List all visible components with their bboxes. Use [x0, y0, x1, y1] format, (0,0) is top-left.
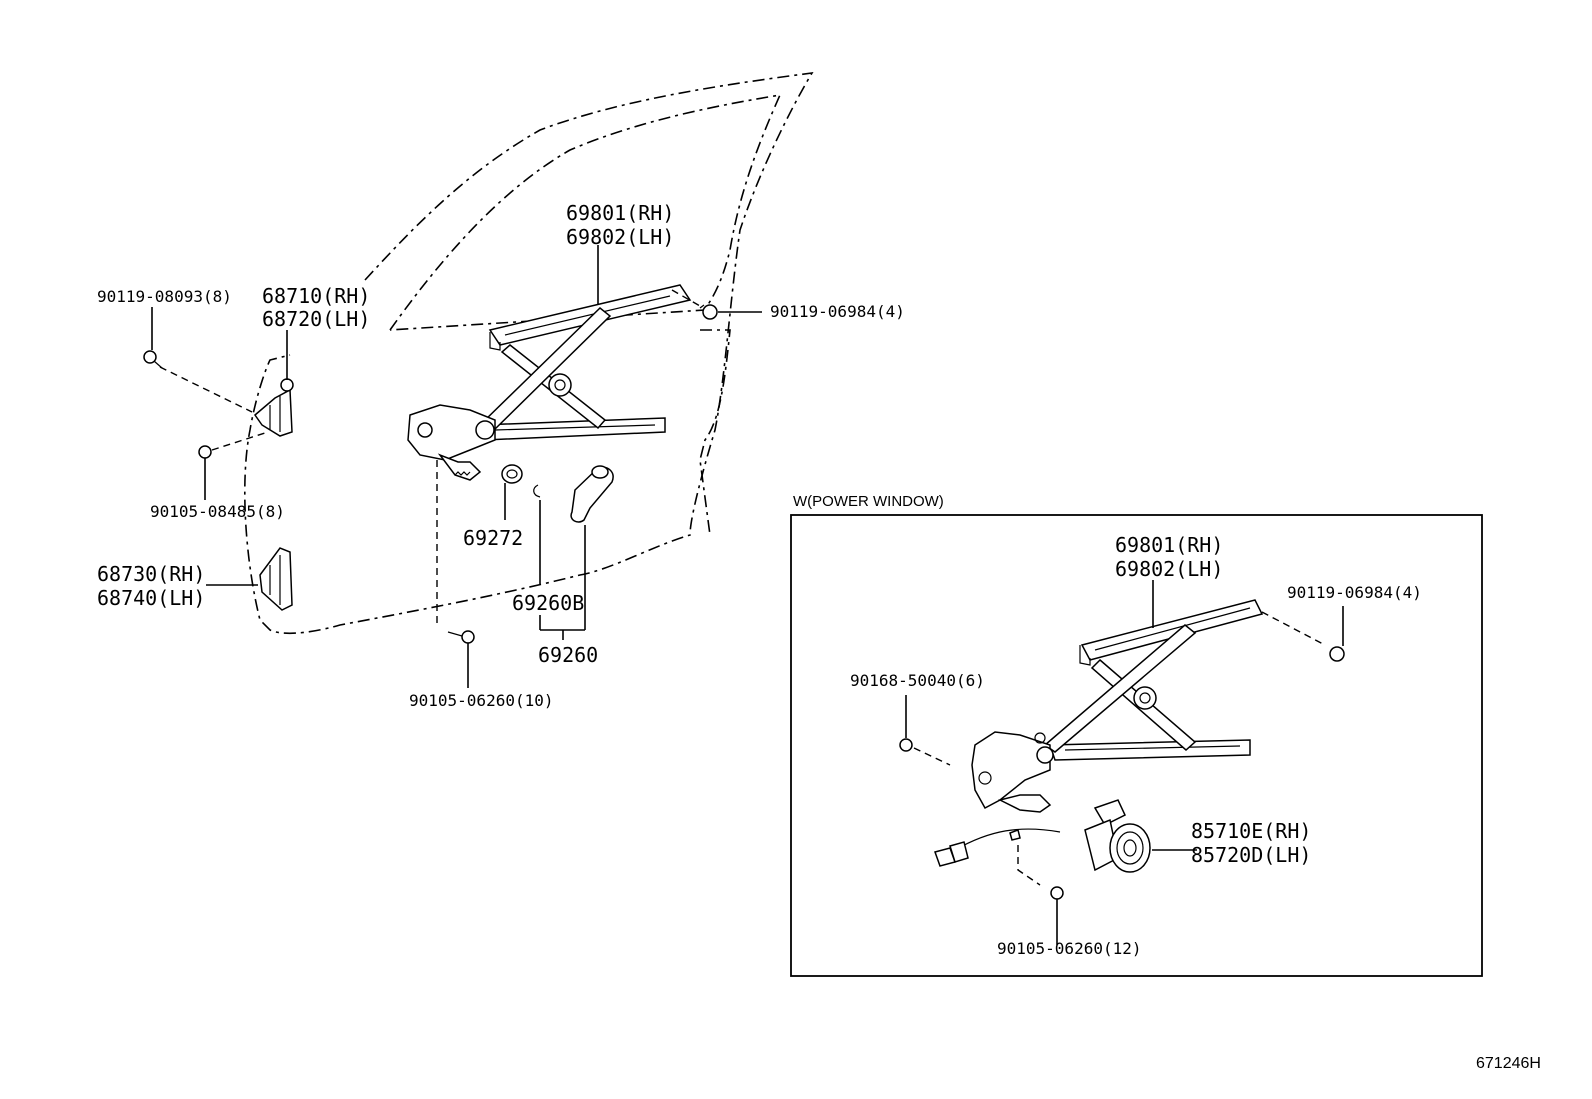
label-hinge-lower-rh: 68730(RH) [97, 562, 205, 586]
power-window-inset-frame [790, 514, 1483, 977]
label-bolt-bottom-main: 90105-06260(10) [409, 691, 554, 710]
power-window-motor-icon [934, 799, 1151, 873]
plate-69272-icon [501, 464, 523, 484]
label-regulator-lh: 69802(LH) [566, 225, 674, 249]
label-pw-bolt-right: 90119-06984(4) [1287, 583, 1422, 602]
power-window-regulator [971, 599, 1264, 813]
label-pw-regulator-rh: 69801(RH) [1115, 533, 1223, 557]
label-pw-bolt-bottom: 90105-06260(12) [997, 939, 1142, 958]
bolt-icon [1017, 845, 1064, 900]
label-hinge-upper-rh: 68710(RH) [262, 284, 370, 308]
label-plate-69272: 69272 [463, 526, 523, 550]
label-pw-motor-lh: 85720D(LH) [1191, 843, 1311, 867]
window-crank-handle-icon [570, 465, 614, 523]
lower-hinge-icon [259, 547, 293, 611]
label-regulator-rh: 69801(RH) [566, 201, 674, 225]
power-window-box-title: W(POWER WINDOW) [793, 493, 944, 510]
bolt-icon [671, 289, 718, 320]
door-outline [243, 71, 814, 635]
label-hinge-lower-lh: 68740(LH) [97, 586, 205, 610]
clip-69260b-icon [533, 484, 541, 498]
bolt-icon [436, 460, 475, 644]
label-hinge-upper-lh: 68720(LH) [262, 307, 370, 331]
diagram-code: 671246H [1476, 1055, 1541, 1072]
label-bolt-upper-left: 90119-08093(8) [97, 287, 232, 306]
label-pw-bolt-left: 90168-50040(6) [850, 671, 985, 690]
label-pw-regulator-lh: 69802(LH) [1115, 557, 1223, 581]
label-clip-69260b: 69260B [512, 591, 584, 615]
label-handle-69260: 69260 [538, 643, 598, 667]
bolt-icon [143, 350, 253, 413]
label-bolt-mid-left: 90105-08485(8) [150, 502, 285, 521]
bolt-icon [198, 431, 269, 459]
bolt-icon [899, 738, 951, 766]
label-bolt-main-right: 90119-06984(4) [770, 302, 905, 321]
bolt-icon [1261, 611, 1345, 662]
upper-hinge-icon [253, 378, 294, 437]
label-pw-motor-rh: 85710E(RH) [1191, 819, 1311, 843]
manual-window-regulator [407, 284, 692, 481]
